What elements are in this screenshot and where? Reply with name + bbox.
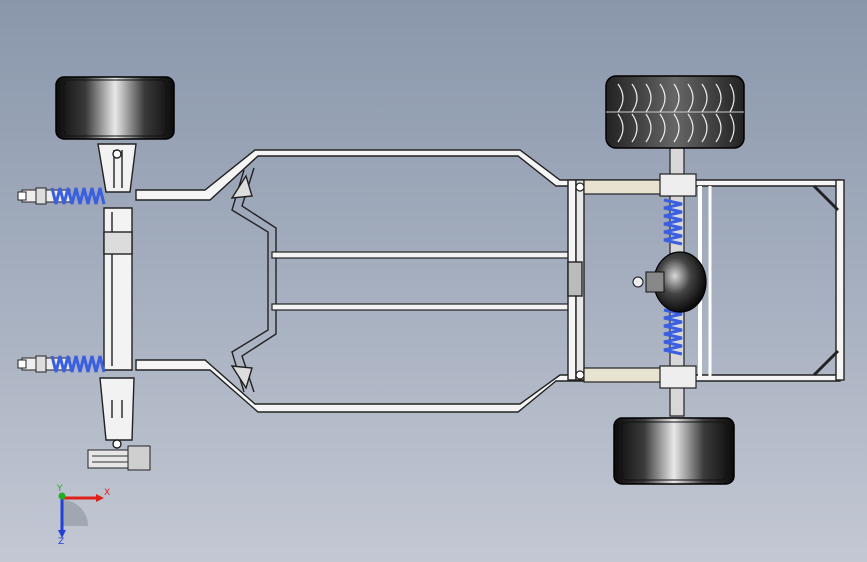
front-upper-wheel[interactable] <box>55 76 175 140</box>
triad-x-arrow-icon <box>96 494 104 502</box>
rear-upper-hub[interactable] <box>659 173 697 197</box>
rear-lower-coilover-spring[interactable] <box>663 308 683 356</box>
triad-z-arrow-icon <box>58 530 66 538</box>
rear-differential[interactable] <box>632 251 707 313</box>
rear-lower-hub[interactable] <box>659 365 697 389</box>
front-crossmember[interactable] <box>230 167 277 393</box>
front-axle-beam[interactable] <box>103 207 133 371</box>
front-lower-hub-assembly[interactable] <box>87 445 151 471</box>
front-upper-coilover-spring[interactable] <box>50 187 106 205</box>
rear-upper-trailing-link[interactable] <box>575 179 669 195</box>
triad-plane-icon <box>62 500 88 526</box>
rear-lower-trailing-link[interactable] <box>575 367 669 383</box>
triad-x-label: X <box>104 488 110 498</box>
front-upper-control-arm[interactable] <box>97 143 137 193</box>
coordinate-triad: X Y Z <box>56 484 110 547</box>
frame-lower-rail[interactable] <box>135 359 841 413</box>
front-lower-coilover-spring[interactable] <box>50 355 106 373</box>
front-lower-control-arm[interactable] <box>99 377 135 449</box>
rear-upper-tire[interactable] <box>605 75 745 149</box>
triad-y-label: Y <box>56 484 63 494</box>
rear-lower-wheel[interactable] <box>613 417 735 485</box>
rear-upper-coilover-spring[interactable] <box>663 198 683 246</box>
center-longitudinal-tubes[interactable] <box>271 251 573 311</box>
rear-frame-box[interactable] <box>567 179 845 381</box>
triad-y-axis-icon <box>58 492 66 500</box>
triad-z-label: Z <box>58 537 64 547</box>
